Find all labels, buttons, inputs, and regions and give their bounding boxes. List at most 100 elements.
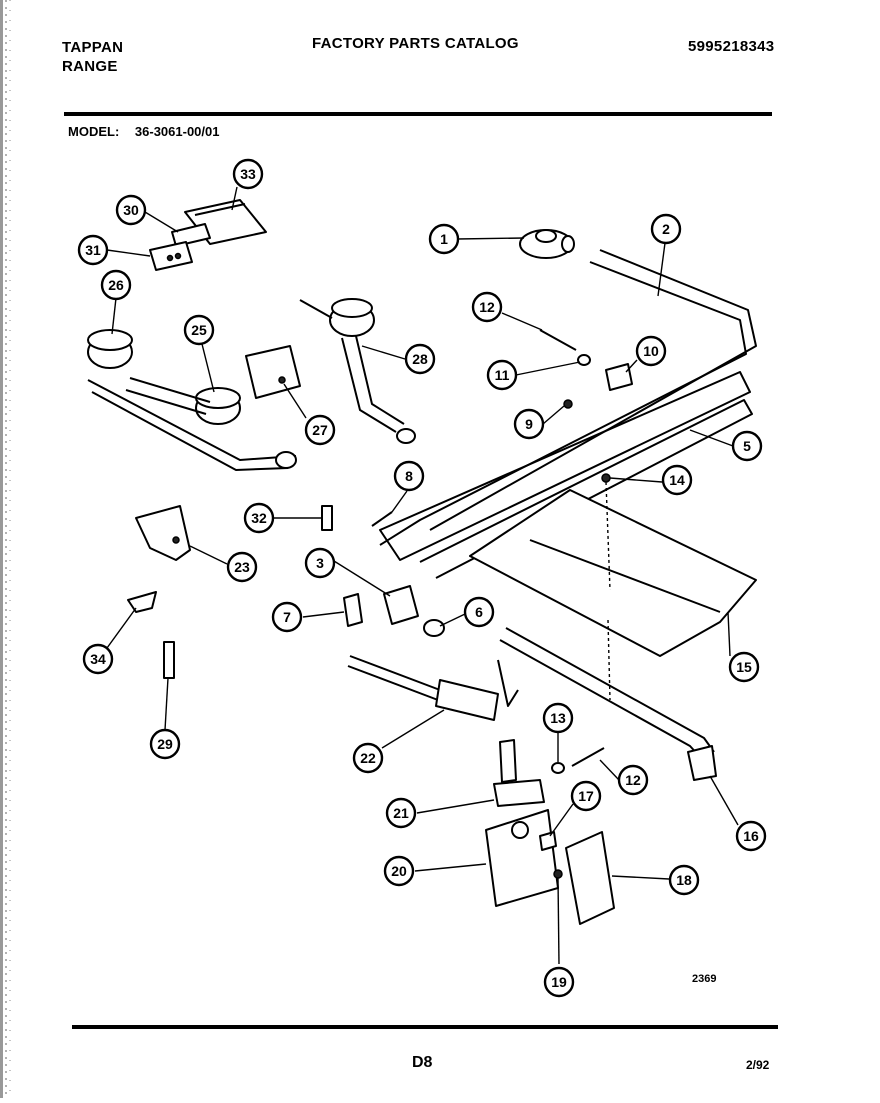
part-nut-11 xyxy=(577,354,591,366)
callout-16-label: 16 xyxy=(743,828,759,844)
callout-5: 5 xyxy=(731,430,763,462)
header-rule xyxy=(64,112,772,116)
callout-18: 18 xyxy=(668,864,700,896)
part-burner-valve-25 xyxy=(125,377,241,425)
part-oven-burner-16 xyxy=(499,627,717,781)
callout-7: 7 xyxy=(271,601,303,633)
part-bracket-27 xyxy=(245,345,301,399)
callout-21-label: 21 xyxy=(393,805,409,821)
callout-28-label: 28 xyxy=(412,351,428,367)
callout-14: 14 xyxy=(661,464,693,496)
callout-10-label: 10 xyxy=(643,343,659,359)
callout-15: 15 xyxy=(728,651,760,683)
callout-12-lower: 12 xyxy=(617,764,649,796)
callout-6: 6 xyxy=(463,596,495,628)
callout-26-label: 26 xyxy=(108,277,124,293)
callout-8: 8 xyxy=(393,460,425,492)
callout-23: 23 xyxy=(226,551,258,583)
page-code: D8 xyxy=(412,1054,433,1071)
callout-25: 25 xyxy=(183,314,215,346)
callout-19: 19 xyxy=(543,966,575,998)
callout-17-label: 17 xyxy=(578,788,594,804)
callout-32-label: 32 xyxy=(251,510,267,526)
page-title: FACTORY PARTS CATALOG xyxy=(312,35,519,52)
brand-line-1: TAPPAN xyxy=(62,39,124,56)
callout-20: 20 xyxy=(383,855,415,887)
callout-2-label: 2 xyxy=(662,221,670,237)
callout-34: 34 xyxy=(82,643,114,675)
callout-3-label: 3 xyxy=(316,555,324,571)
callout-16: 16 xyxy=(735,820,767,852)
callout-12-upper-label: 12 xyxy=(479,299,495,315)
drawing-number: 2369 xyxy=(692,973,717,985)
callout-23-label: 23 xyxy=(234,559,250,575)
callout-11: 11 xyxy=(486,359,518,391)
part-screw-8 xyxy=(371,511,393,527)
callout-8-label: 8 xyxy=(405,468,413,484)
callout-10: 10 xyxy=(635,335,667,367)
part-clip-30 xyxy=(171,223,211,247)
part-bracket-23 xyxy=(135,505,191,561)
part-manifold-2 xyxy=(379,249,757,546)
model-label: MODEL: xyxy=(68,124,120,139)
part-clip-17 xyxy=(539,831,557,851)
callout-20-label: 20 xyxy=(391,863,407,879)
brand-block: TAPPAN RANGE xyxy=(62,38,123,76)
scan-edge xyxy=(0,0,14,1098)
part-burner-valve-26 xyxy=(87,329,297,471)
callout-25-label: 25 xyxy=(191,322,207,338)
callout-12-lower-label: 12 xyxy=(625,772,641,788)
part-clip-34 xyxy=(127,591,157,613)
callout-15-label: 15 xyxy=(736,659,752,675)
revision-date: 2/92 xyxy=(746,1058,770,1072)
callout-12-upper: 12 xyxy=(471,291,503,323)
callout-13: 13 xyxy=(542,702,574,734)
part-valve-21 xyxy=(493,739,545,807)
model-number: 36-3061-00/01 xyxy=(134,124,220,139)
callout-9-label: 9 xyxy=(525,416,533,432)
callout-33: 33 xyxy=(232,158,264,190)
callout-19-label: 19 xyxy=(551,974,567,990)
part-clip-7 xyxy=(343,593,363,627)
footer-rule xyxy=(72,1025,778,1029)
callout-29-label: 29 xyxy=(157,736,173,752)
callout-1: 1 xyxy=(428,223,460,255)
part-thermostat-22 xyxy=(347,655,519,721)
part-block-10 xyxy=(605,363,633,391)
leader-lines xyxy=(106,186,739,965)
part-screw-19 xyxy=(553,869,563,879)
part-nut-13 xyxy=(551,762,565,774)
part-knob-6 xyxy=(423,619,445,637)
callout-1-label: 1 xyxy=(440,231,448,247)
callout-28: 28 xyxy=(404,343,436,375)
callout-14-label: 14 xyxy=(669,472,685,488)
callout-7-label: 7 xyxy=(283,609,291,625)
callout-21: 21 xyxy=(385,797,417,829)
part-igniter-32 xyxy=(321,505,333,531)
part-igniter-29 xyxy=(163,641,175,679)
callout-31-label: 31 xyxy=(85,242,101,258)
part-manifold-bracket-5 xyxy=(379,371,753,579)
callout-11-label: 11 xyxy=(495,367,510,383)
callout-22: 22 xyxy=(352,742,384,774)
callout-17: 17 xyxy=(570,780,602,812)
callout-29: 29 xyxy=(149,728,181,760)
part-screw-14 xyxy=(601,473,611,483)
part-orifice-12-lower xyxy=(571,747,605,767)
callout-2: 2 xyxy=(650,213,682,245)
part-screw-9 xyxy=(563,399,573,409)
callout-22-label: 22 xyxy=(360,750,376,766)
callout-9: 9 xyxy=(513,408,545,440)
part-burner-28 xyxy=(299,298,416,444)
callout-30: 30 xyxy=(115,194,147,226)
callout-34-label: 34 xyxy=(90,651,106,667)
model-line: MODEL: 36-3061-00/01 xyxy=(68,124,219,139)
part-valve-3 xyxy=(383,585,419,625)
callout-3: 3 xyxy=(304,547,336,579)
callout-33-label: 33 xyxy=(240,166,256,182)
part-regulator-1 xyxy=(519,229,575,259)
brand-line-2: RANGE xyxy=(62,58,118,75)
callout-5-label: 5 xyxy=(743,438,751,454)
callout-13-label: 13 xyxy=(550,710,566,726)
